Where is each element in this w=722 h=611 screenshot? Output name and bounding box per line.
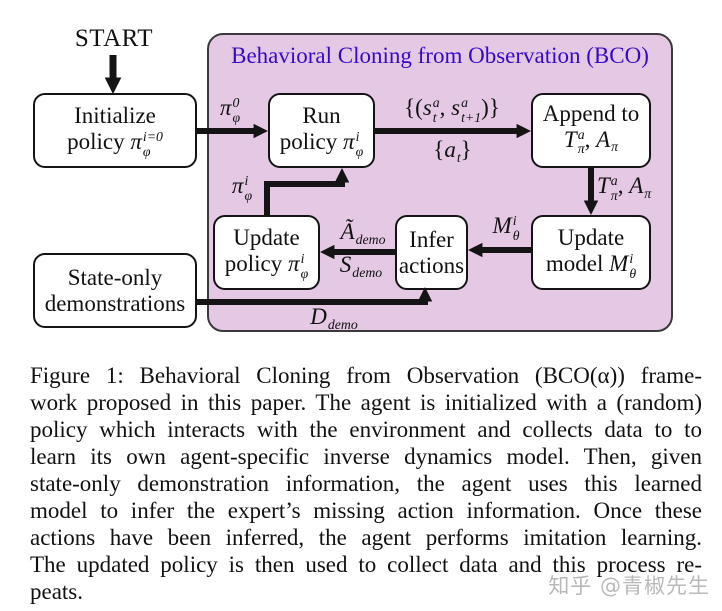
node-infer-actions: Infer actions (395, 215, 468, 290)
node-demos-line1: State-only (67, 264, 163, 290)
node-update-model-line1: Update (557, 224, 625, 250)
edge-label-s-demo: Sdemo (339, 252, 383, 280)
caption-line: actions have been inferred, the agent pe… (30, 525, 702, 550)
node-infer-line1: Infer (409, 226, 454, 252)
caption-line: The updated policy is then used to colle… (30, 552, 702, 577)
node-run-line1: Run (302, 102, 341, 128)
figure-caption: Figure 1: Behavioral Cloning from Observ… (30, 362, 702, 605)
caption-line: policy which interacts with the environm… (30, 417, 702, 442)
caption-line: model to infer the expert’s missing acti… (30, 498, 702, 523)
edge-label-actions-set: {at} (433, 137, 472, 165)
node-infer-line2: actions (398, 252, 465, 278)
node-demos-line2: demonstrations (44, 290, 186, 316)
start-label: START (74, 25, 154, 52)
edge-label-a-demo: Ãdemo (340, 219, 386, 247)
node-update-policy-line1: Update (233, 224, 300, 250)
caption-line: peats. (30, 579, 84, 604)
edge-label-d-demo: Ddemo (310, 304, 358, 332)
node-state-only-demos: State-only demonstrations (33, 253, 197, 328)
zhihu-watermark: 知乎 @青椒先生 (548, 574, 710, 598)
caption-line: work proposed in this paper. The agent i… (30, 390, 702, 415)
caption-line: learn its own agent-specific inverse dyn… (30, 444, 702, 469)
node-initialize-line1: Initialize (74, 102, 156, 128)
bco-region-title: Behavioral Cloning from Observation (BCO… (231, 43, 649, 68)
caption-line: state-only demonstration information, th… (30, 471, 702, 496)
node-append-line1: Append to (542, 100, 640, 126)
caption-line: Figure 1: Behavioral Cloning from Observ… (30, 363, 702, 388)
